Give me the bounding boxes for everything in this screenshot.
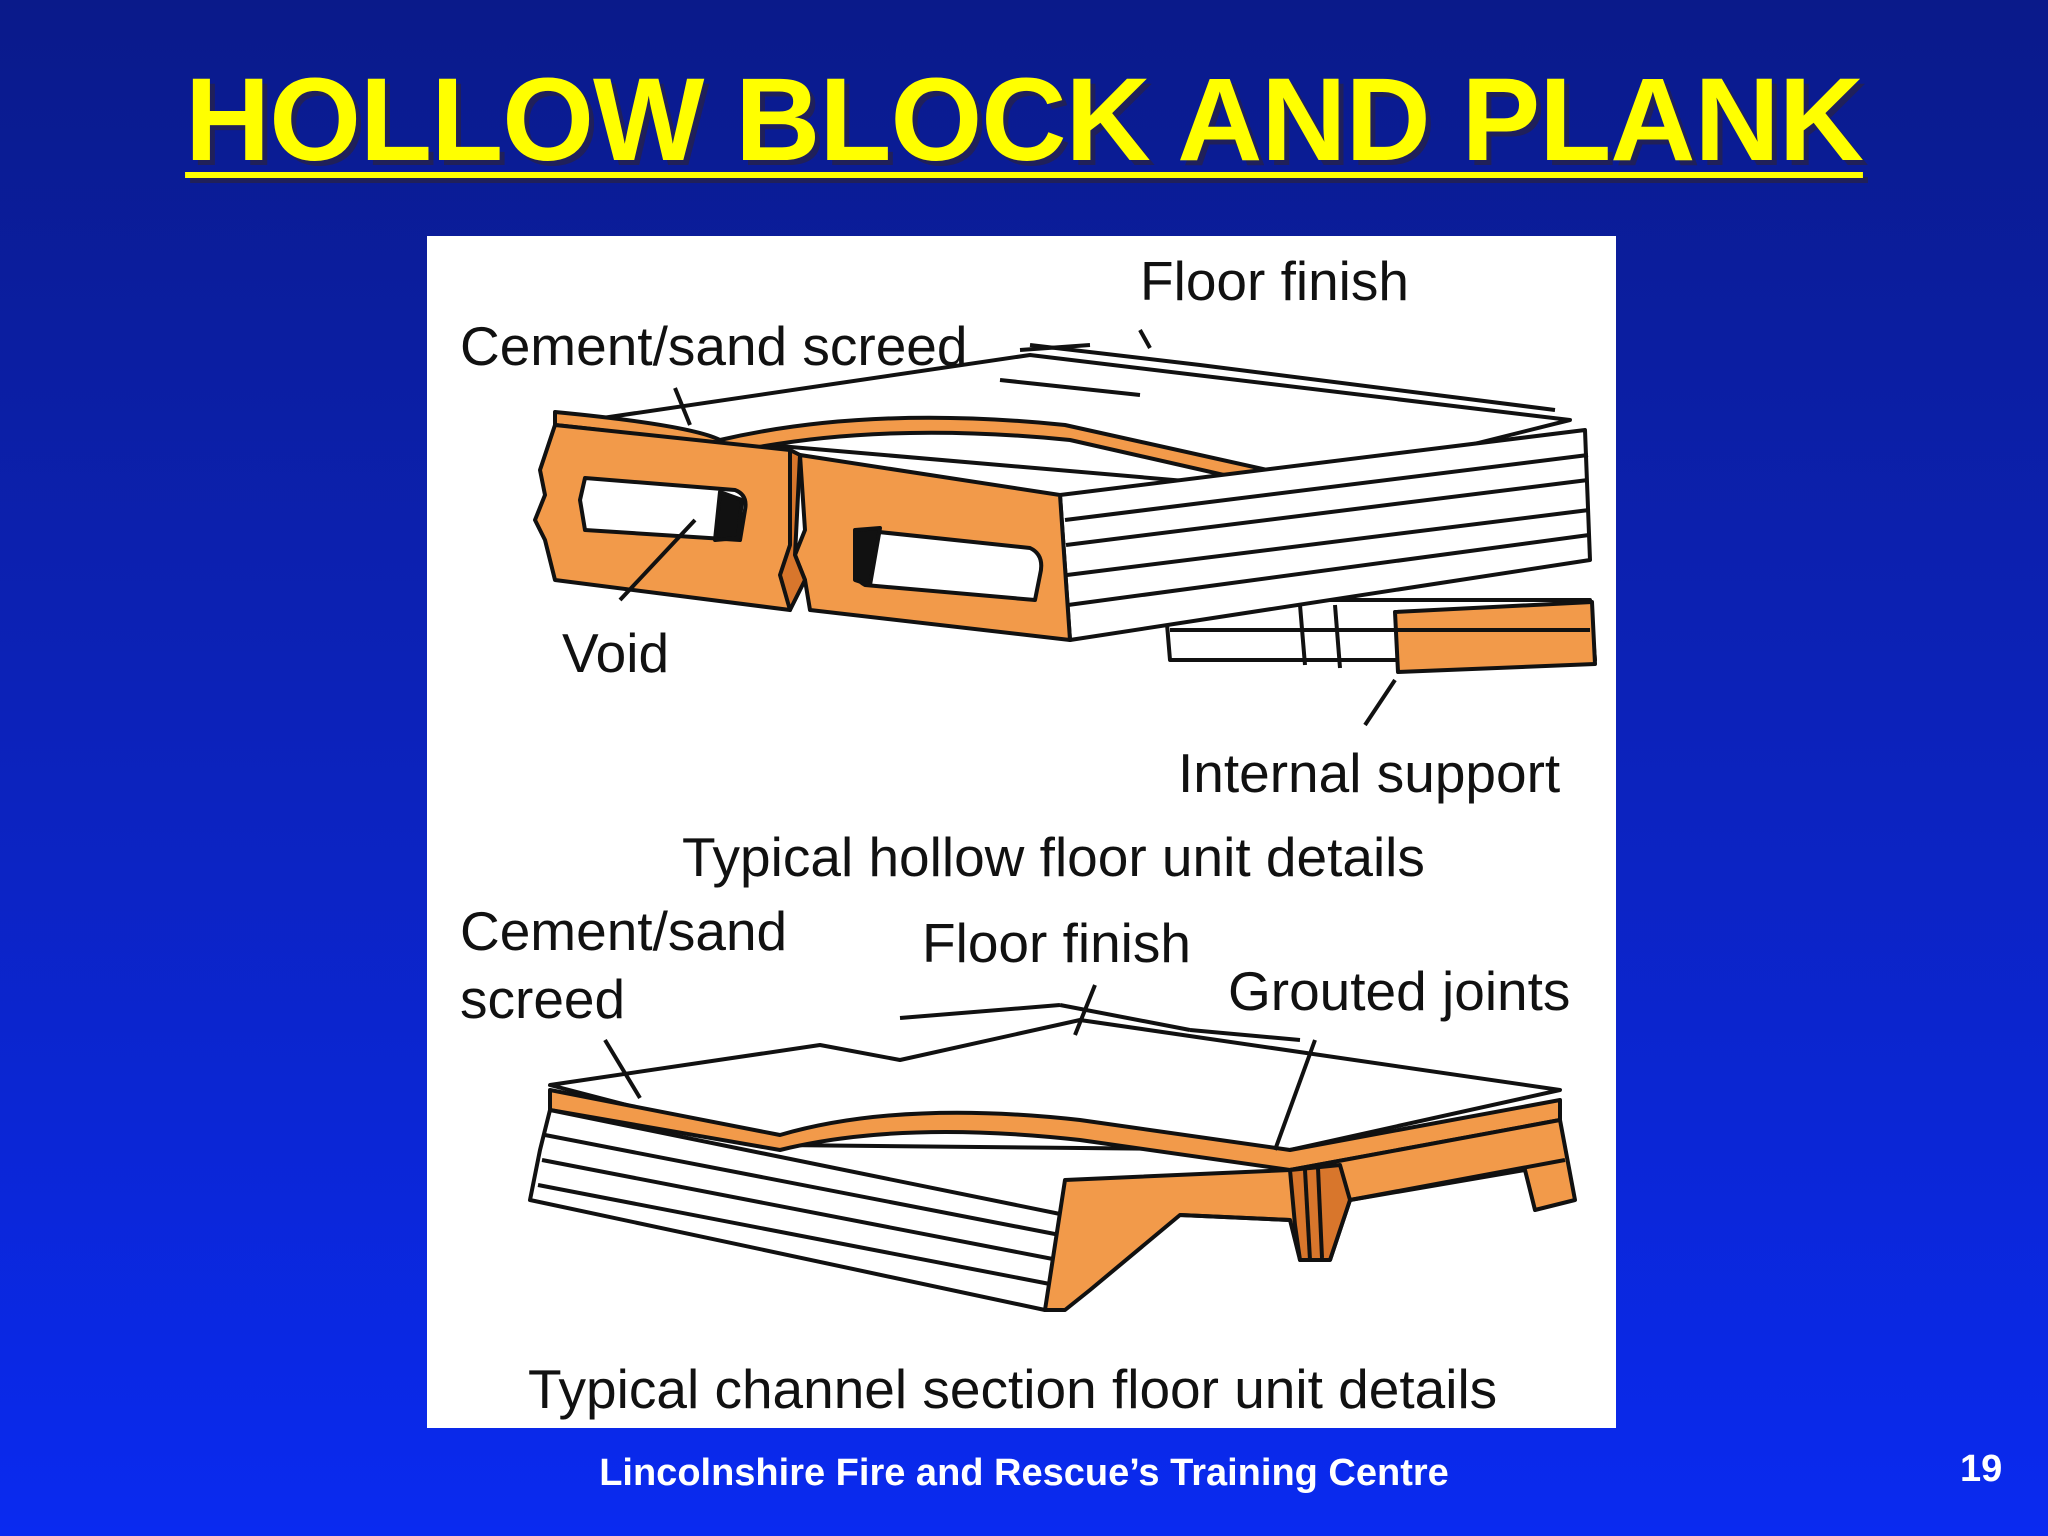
channel-unit-drawing: [528, 1003, 1577, 1312]
floor-finish-sheet: [1029, 343, 1556, 412]
caption-channel-unit: Typical channel section floor unit detai…: [528, 1358, 1498, 1420]
label-screed-top: Cement/sand screed: [460, 315, 968, 377]
label-internal-support: Internal support: [1178, 742, 1561, 804]
channel-slab-top: [548, 1018, 1562, 1152]
caption-hollow-unit: Typical hollow floor unit details: [682, 826, 1425, 888]
bottom-leaders: [603, 984, 1317, 1151]
grouted-joint-top: [778, 448, 807, 612]
label-screed-bottom-line1: Cement/sand: [460, 900, 788, 962]
label-screed-bottom-line2: screed: [460, 968, 626, 1030]
page-number: 19: [1960, 1448, 2003, 1490]
label-grouted-joints: Grouted joints: [1228, 960, 1571, 1022]
internal-support-end: [1393, 600, 1597, 674]
label-floor-finish-bottom: Floor finish: [922, 912, 1191, 974]
slide-title: HOLLOW BLOCK AND PLANK: [185, 54, 1864, 186]
label-void: Void: [562, 622, 670, 684]
label-floor-finish-top: Floor finish: [1140, 250, 1409, 312]
hollow-unit-drawing: [533, 343, 1597, 674]
slide-footer: Lincolnshire Fire and Rescue’s Training …: [599, 1452, 1449, 1494]
void-1: [578, 476, 748, 542]
top-leaders: [618, 329, 1397, 727]
